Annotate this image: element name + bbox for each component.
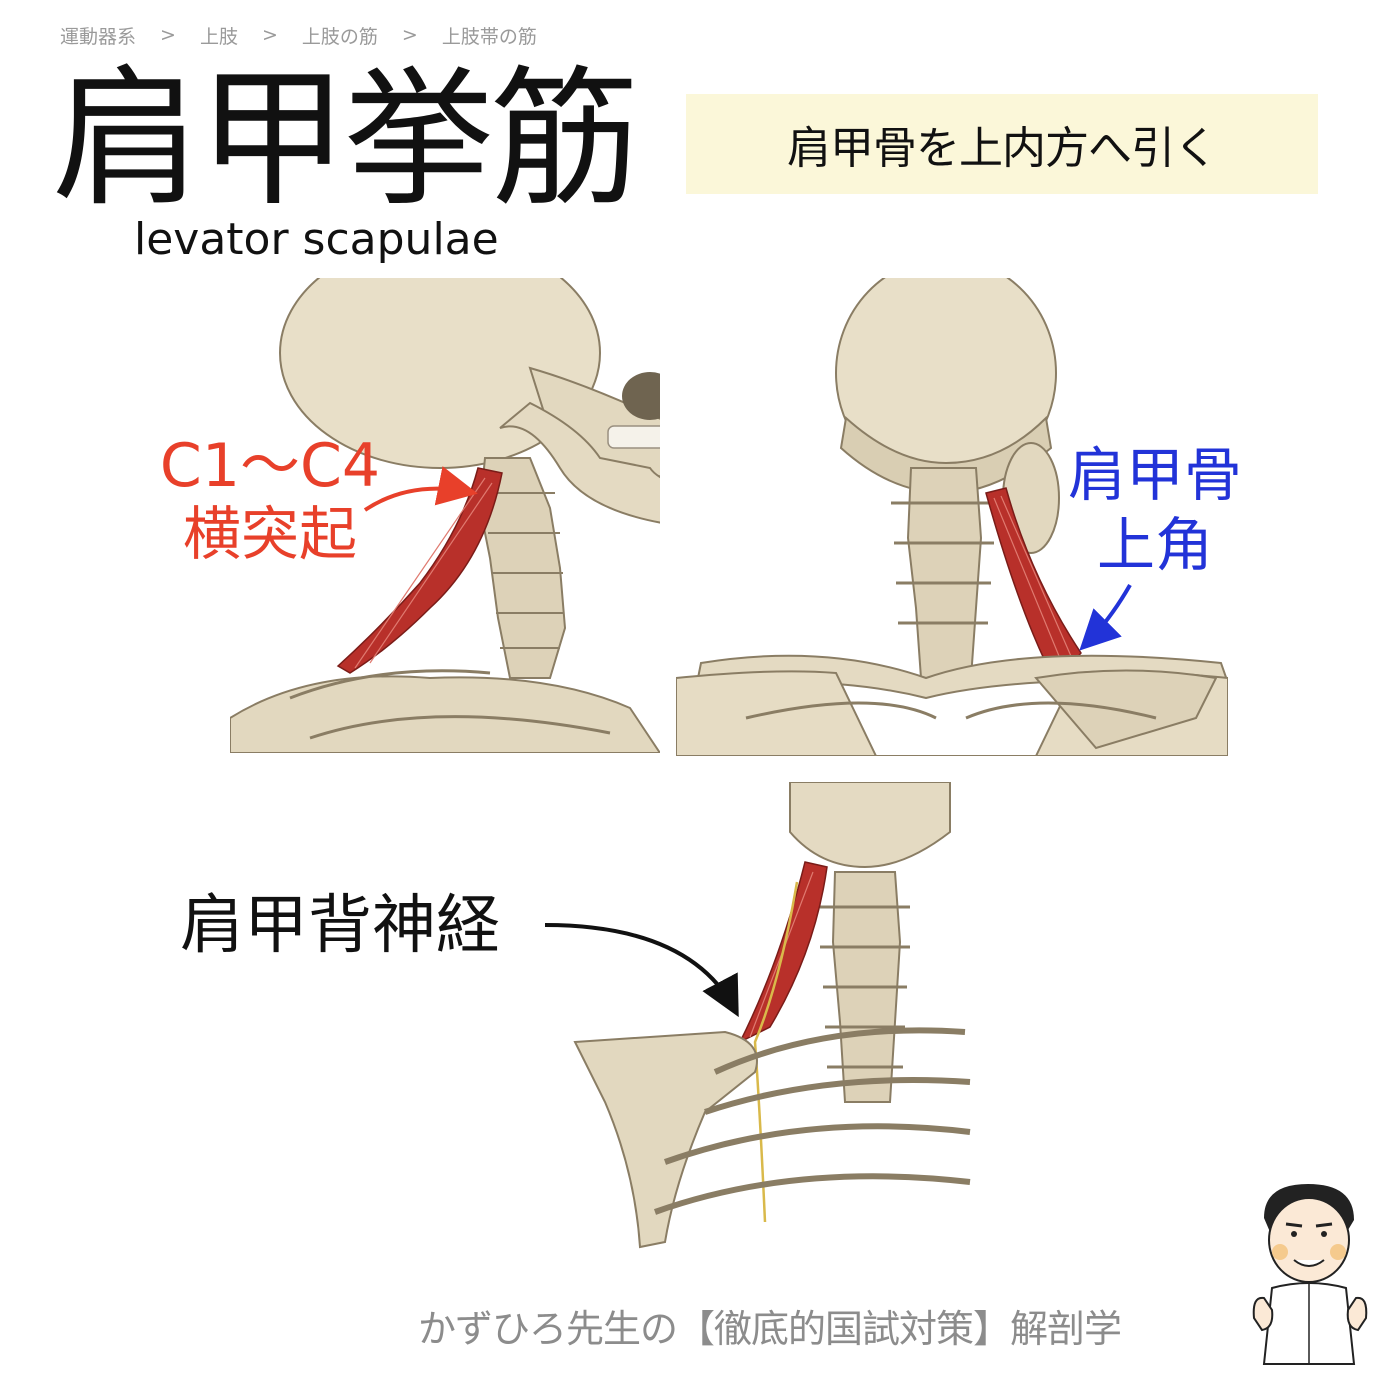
nerve-arrow [544,923,739,1018]
breadcrumb-separator: > [401,24,418,46]
breadcrumb-item[interactable]: 上肢の筋 [301,25,378,48]
page-subtitle: levator scapulae [134,214,499,265]
mascot-face [1268,1197,1350,1283]
insertion-label: 肩甲骨 上角 [1060,440,1250,580]
page-title: 肩甲挙筋 [52,53,640,227]
insertion-arrow [1079,584,1132,651]
origin-label-line1: C1〜C4 [159,431,381,501]
breadcrumb-item[interactable]: 上肢 [199,25,238,48]
nerve-label: 肩甲背神経 [180,889,500,963]
insertion-label-line2: 上角 [1096,511,1213,579]
teacher-mascot [1250,1178,1370,1368]
breadcrumb-separator: > [261,24,278,46]
breadcrumb-item[interactable]: 運動器系 [60,25,137,48]
mascot-hair [1264,1184,1354,1232]
origin-label-line2: 横突起 [182,500,357,568]
origin-arrow [363,466,478,512]
footer-credit: かずひろ先生の【徹底的国試対策】解剖学 [418,1307,1122,1351]
breadcrumb-item[interactable]: 上肢帯の筋 [441,25,537,48]
insertion-label-line1: 肩甲骨 [1067,441,1242,509]
nerve-view-illustration [565,782,975,1254]
posterior-view-illustration [676,278,1228,756]
action-text: 肩甲骨を上内方へ引く [787,123,1218,174]
origin-label: C1〜C4 横突起 [150,432,390,568]
action-box: 肩甲骨を上内方へ引く [686,94,1318,194]
breadcrumb: 運動器系 > 上肢 > 上肢の筋 > 上肢帯の筋 [60,20,537,50]
breadcrumb-separator: > [160,24,176,46]
lateral-view-illustration [230,278,660,753]
